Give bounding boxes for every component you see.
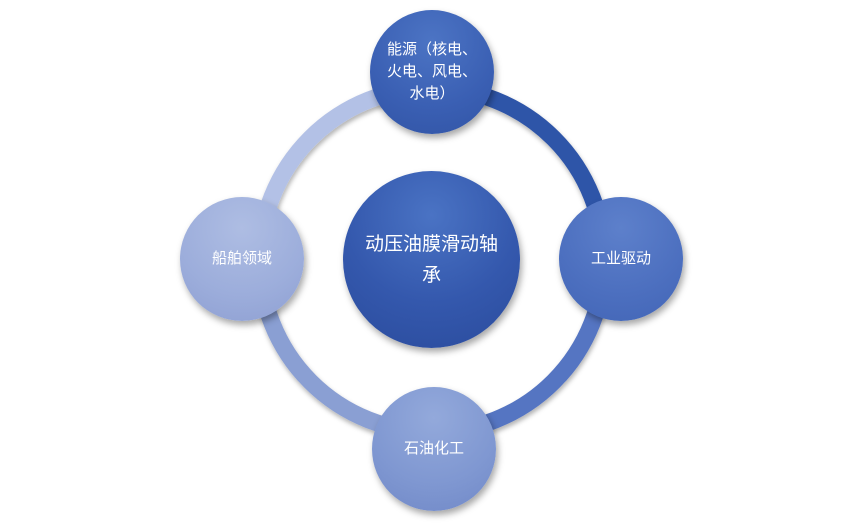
node-energy: 能源（核电、火电、风电、水电）	[370, 10, 494, 134]
node-industrial-drive-label: 工业驱动	[590, 249, 651, 268]
center-node: 动压油膜滑动轴承	[343, 171, 520, 348]
node-industrial-drive: 工业驱动	[559, 197, 683, 321]
node-marine: 船舶领域	[180, 197, 304, 321]
node-energy-label: 能源（核电、火电、风电、水电）	[386, 40, 477, 102]
center-node-label: 动压油膜滑动轴承	[364, 233, 498, 286]
node-petrochemical-label: 石油化工	[403, 439, 464, 458]
node-marine-label: 船舶领域	[211, 249, 272, 268]
node-petrochemical: 石油化工	[372, 387, 496, 511]
